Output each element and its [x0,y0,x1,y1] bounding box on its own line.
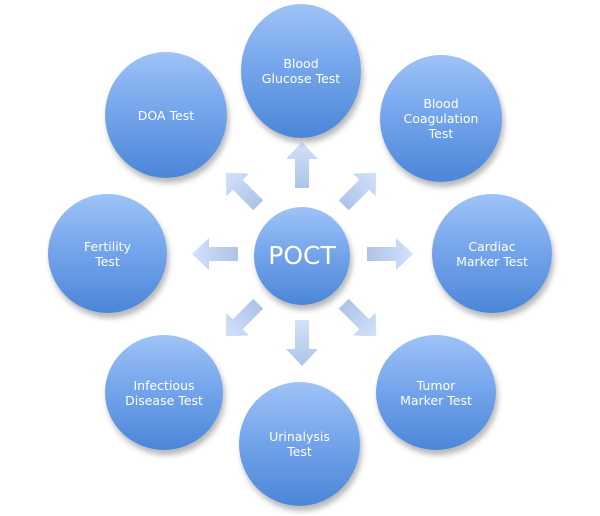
arrow-right-icon [367,234,413,274]
node-label: Blood Coagulation Test [403,96,479,141]
node-label: Urinalysis Test [269,429,330,459]
arrow-down-right-icon [330,290,391,351]
node-label: Infectious Disease Test [125,377,203,408]
center-node-label: POCT [268,241,336,270]
arrow-up-icon [282,142,322,188]
center-node-poct[interactable]: POCT [254,207,350,305]
node-tumor-marker[interactable]: Tumor Marker Test [376,335,496,450]
node-label: DOA Test [137,107,195,123]
arrow-up-left-icon [212,159,273,220]
node-infectious-disease[interactable]: Infectious Disease Test [105,335,223,450]
arrow-down-left-icon [212,290,273,351]
node-label: Fertility Test [84,238,131,269]
node-label: Tumor Marker Test [400,377,472,408]
node-label: Blood Glucose Test [261,56,341,86]
node-doa[interactable]: DOA Test [105,52,227,178]
node-blood-glucose[interactable]: Blood Glucose Test [241,4,361,138]
node-blood-coagulation[interactable]: Blood Coagulation Test [380,55,502,182]
node-urinalysis[interactable]: Urinalysis Test [239,382,360,506]
arrow-left-icon [192,234,238,274]
node-fertility[interactable]: Fertility Test [48,194,167,313]
node-cardiac-marker[interactable]: Cardiac Marker Test [432,194,552,313]
node-label: Cardiac Marker Test [456,238,528,269]
arrow-down-icon [282,320,322,366]
arrow-up-right-icon [330,159,391,220]
